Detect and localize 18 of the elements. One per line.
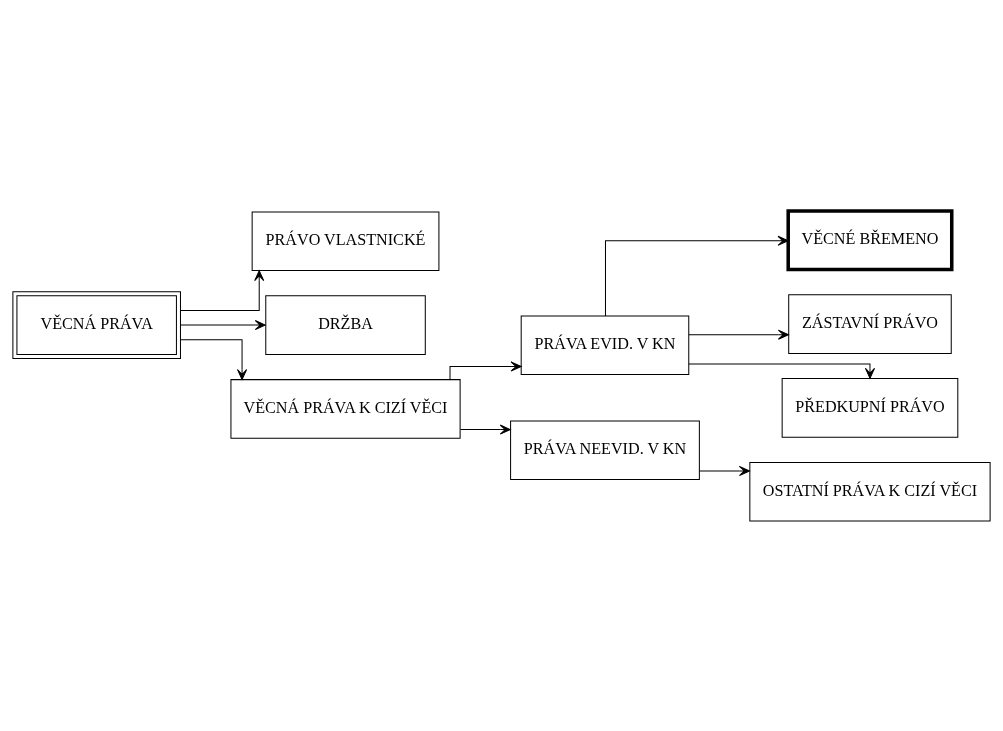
- node-box: PŘEDKUPNÍ PRÁVO: [781, 377, 959, 438]
- node-box: PRÁVA EVID. V KN: [520, 315, 690, 375]
- node-box: VĚCNÉ BŘEMENO: [786, 208, 954, 271]
- node-box: OSTATNÍ PRÁVA K CIZÍ VĚCI: [749, 461, 991, 521]
- arrow: [688, 329, 789, 340]
- arrow: [180, 269, 265, 311]
- arrow: [699, 465, 751, 476]
- arrow: [180, 319, 266, 330]
- node-box: PRÁVA NEEVID. V KN: [510, 420, 700, 480]
- node-box: PRÁVO VLASTNICKÉ: [251, 211, 440, 271]
- node-box: ZÁSTAVNÍ PRÁVO: [788, 293, 952, 354]
- arrow: [688, 362, 876, 379]
- arrow: [459, 424, 511, 435]
- arrow: [180, 338, 248, 380]
- node-box: DRŽBA: [265, 294, 426, 355]
- arrow: [604, 235, 789, 316]
- node-box: VĚCNÁ PRÁVA K CIZÍ VĚCI: [230, 378, 461, 439]
- node-box: VĚCNÁ PRÁVA: [12, 290, 181, 359]
